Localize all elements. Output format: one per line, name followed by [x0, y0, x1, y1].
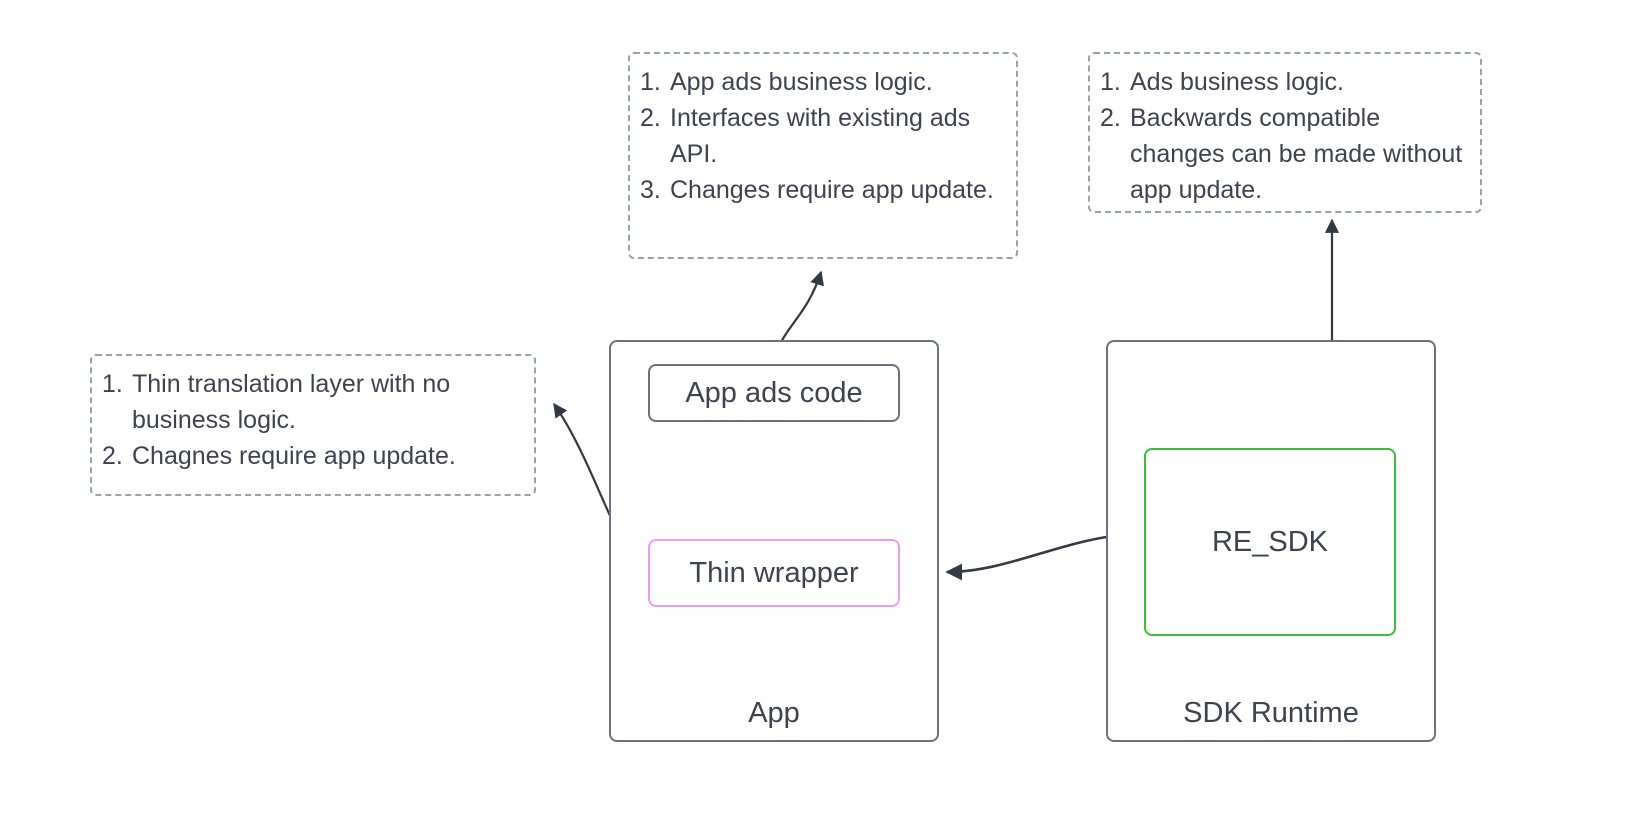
note-item: Chagnes require app update. [102, 438, 456, 474]
note-item: App ads business logic. [640, 64, 933, 100]
note-item: Backwards compatible changes can be made… [1100, 100, 1463, 204]
note-item: Thin translation layer with no business … [102, 366, 451, 434]
node-thin-wrapper-label: Thin wrapper [689, 556, 859, 589]
note-thin-wrapper-list: Thin translation layer with no business … [102, 366, 522, 474]
node-re-sdk-label: RE_SDK [1211, 525, 1329, 558]
node-app-ads-code-label: App ads code [685, 376, 863, 409]
note-re-sdk-list: Ads business logic. Backwards compatible… [1100, 64, 1468, 208]
container-app-label: App [748, 697, 800, 730]
note-re-sdk: Ads business logic. Backwards compatible… [1088, 52, 1482, 213]
note-app-ads-code: App ads business logic. Interfaces with … [628, 52, 1018, 259]
container-sdk-runtime-label: SDK Runtime [1183, 697, 1359, 730]
note-item: Interfaces with existing ads API. [640, 100, 971, 168]
node-app-ads-code[interactable]: App ads code [648, 364, 900, 422]
node-thin-wrapper[interactable]: Thin wrapper [648, 539, 900, 607]
note-app-ads-code-list: App ads business logic. Interfaces with … [640, 64, 1004, 208]
note-item: Ads business logic. [1100, 64, 1345, 100]
note-thin-wrapper: Thin translation layer with no business … [90, 354, 536, 496]
note-item: Changes require app update. [640, 172, 994, 208]
node-re-sdk[interactable]: RE_SDK [1144, 448, 1396, 636]
